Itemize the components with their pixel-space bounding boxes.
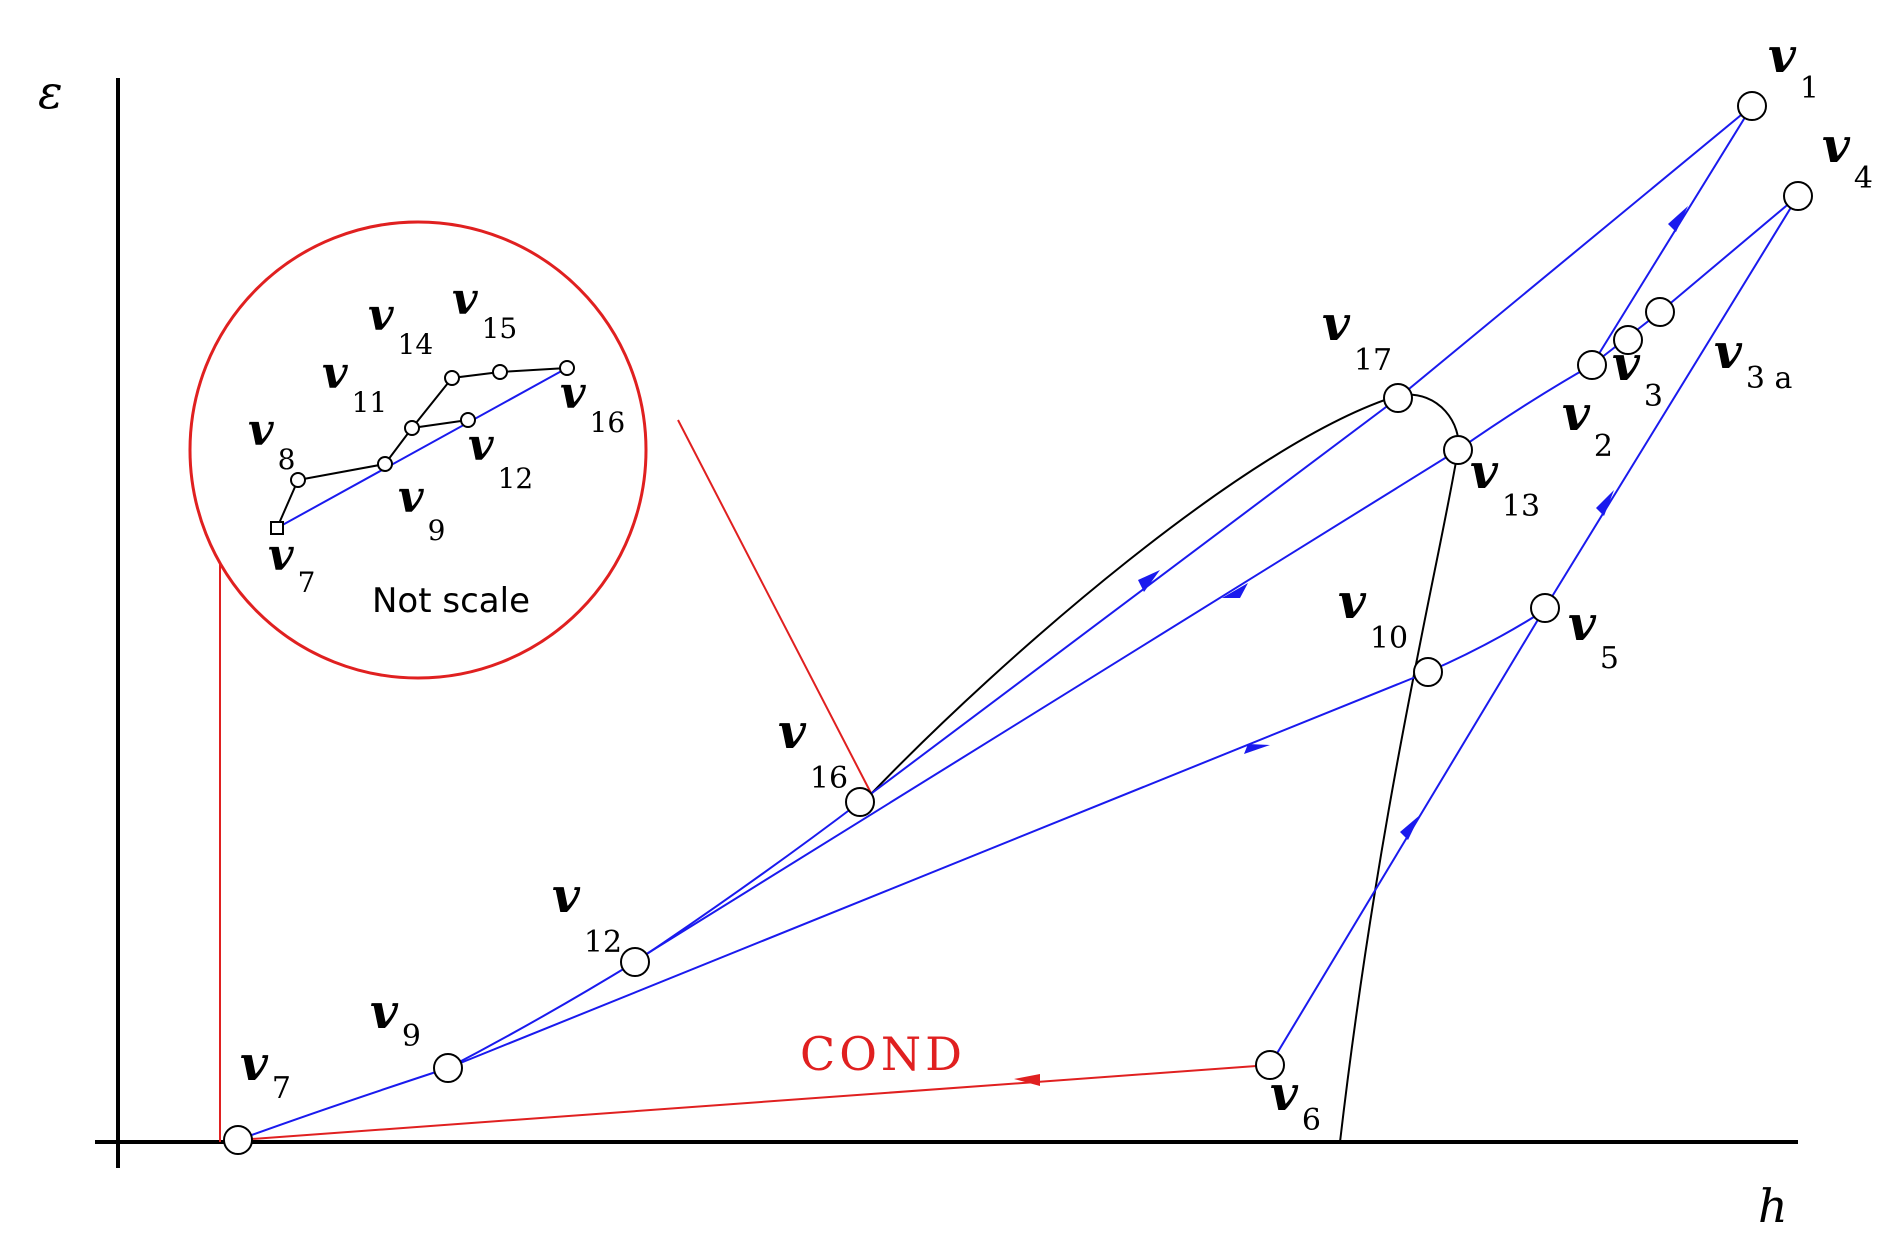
label-v12: v12 xyxy=(552,868,622,960)
node-v17 xyxy=(1383,383,1413,413)
inset-note: Not scale xyxy=(372,581,530,621)
inset-zoom: v14 v15 v11 v16 v8 v12 v9 v7 Not scale xyxy=(188,220,648,680)
inset-line-v7-v16 xyxy=(276,367,568,529)
blue-arrowheads xyxy=(1138,206,1688,840)
node-v3 xyxy=(1613,325,1643,355)
inset-node-v16 xyxy=(559,360,575,376)
label-v3: v3 xyxy=(1612,336,1663,414)
arrow-v16-v17 xyxy=(1138,570,1160,592)
line-v10-v5 xyxy=(1427,609,1546,673)
inset-node-v11 xyxy=(404,420,420,436)
label-v10: v10 xyxy=(1338,574,1408,656)
node-v2 xyxy=(1577,350,1607,380)
zoom-connector-right xyxy=(677,419,873,796)
label-v5: v5 xyxy=(1568,596,1619,676)
arrow-v9-v10 xyxy=(1244,744,1270,754)
node-circles xyxy=(223,91,1813,1155)
node-v6 xyxy=(1255,1050,1285,1080)
axes: ε h xyxy=(38,65,1798,1233)
cond-arrow xyxy=(1014,1074,1040,1086)
node-v13 xyxy=(1443,435,1473,465)
inset-node-v9 xyxy=(377,456,393,472)
line-v13-v2 xyxy=(1457,364,1593,451)
line-v17-v1 xyxy=(1397,105,1753,399)
inset-label-v8: v8 xyxy=(248,405,295,476)
node-v12 xyxy=(620,947,650,977)
inset-label-v16: v16 xyxy=(560,368,625,439)
line-v16-v17 xyxy=(859,397,1399,803)
arrow-v5-v6 xyxy=(1400,815,1420,840)
label-v13: v13 xyxy=(1470,444,1540,524)
node-v1 xyxy=(1737,91,1767,121)
inset-node-v7 xyxy=(270,521,284,535)
line-v4-v5 xyxy=(1544,195,1799,609)
inset-label-v11: v11 xyxy=(322,348,387,419)
inset-label-v15: v15 xyxy=(452,274,517,345)
inset-node-v12 xyxy=(460,412,476,428)
inset-nodes xyxy=(270,360,575,535)
zoom-connectors xyxy=(219,419,873,1142)
node-v5 xyxy=(1530,593,1560,623)
arrow-v13-v12 xyxy=(1222,583,1248,598)
label-v4: v4 xyxy=(1822,118,1873,196)
black-curve xyxy=(871,393,1460,1143)
node-v4 xyxy=(1783,181,1813,211)
line-v7-v9 xyxy=(237,1067,449,1141)
inset-labels: v14 v15 v11 v16 v8 v12 v9 v7 xyxy=(248,274,625,599)
cond-line xyxy=(237,1064,1271,1141)
line-v9-v10 xyxy=(447,671,1429,1069)
node-v16 xyxy=(845,787,875,817)
node-v10 xyxy=(1413,657,1443,687)
x-axis-label: h xyxy=(1758,1179,1788,1233)
inset-node-v15 xyxy=(492,364,508,380)
inset-node-v8 xyxy=(290,472,306,488)
node-v7 xyxy=(223,1125,253,1155)
inset-line-v11-v12 xyxy=(411,419,469,429)
line-v9-v12 xyxy=(447,961,636,1069)
label-v17: v17 xyxy=(1322,296,1392,378)
line-v1-v2 xyxy=(1591,105,1753,366)
node-v3a xyxy=(1645,297,1675,327)
cond-label: COND xyxy=(800,1027,966,1081)
line-v4-v3a xyxy=(1659,195,1799,313)
line-v12-v16 xyxy=(634,801,861,963)
label-v16: v16 xyxy=(778,704,848,796)
label-v2: v2 xyxy=(1562,386,1613,464)
inset-label-v12: v12 xyxy=(468,420,533,495)
arrow-v4-v5 xyxy=(1596,490,1614,516)
node-v9 xyxy=(433,1053,463,1083)
inset-label-v14: v14 xyxy=(368,290,433,361)
line-v13-v12 xyxy=(639,449,1459,959)
inset-label-v9: v9 xyxy=(398,472,445,547)
y-axis-label: ε xyxy=(38,65,63,119)
inset-node-v14 xyxy=(444,370,460,386)
label-v1: v1 xyxy=(1768,28,1819,106)
arrow-v1-v2 xyxy=(1668,206,1688,232)
inset-label-v7: v7 xyxy=(268,530,315,599)
